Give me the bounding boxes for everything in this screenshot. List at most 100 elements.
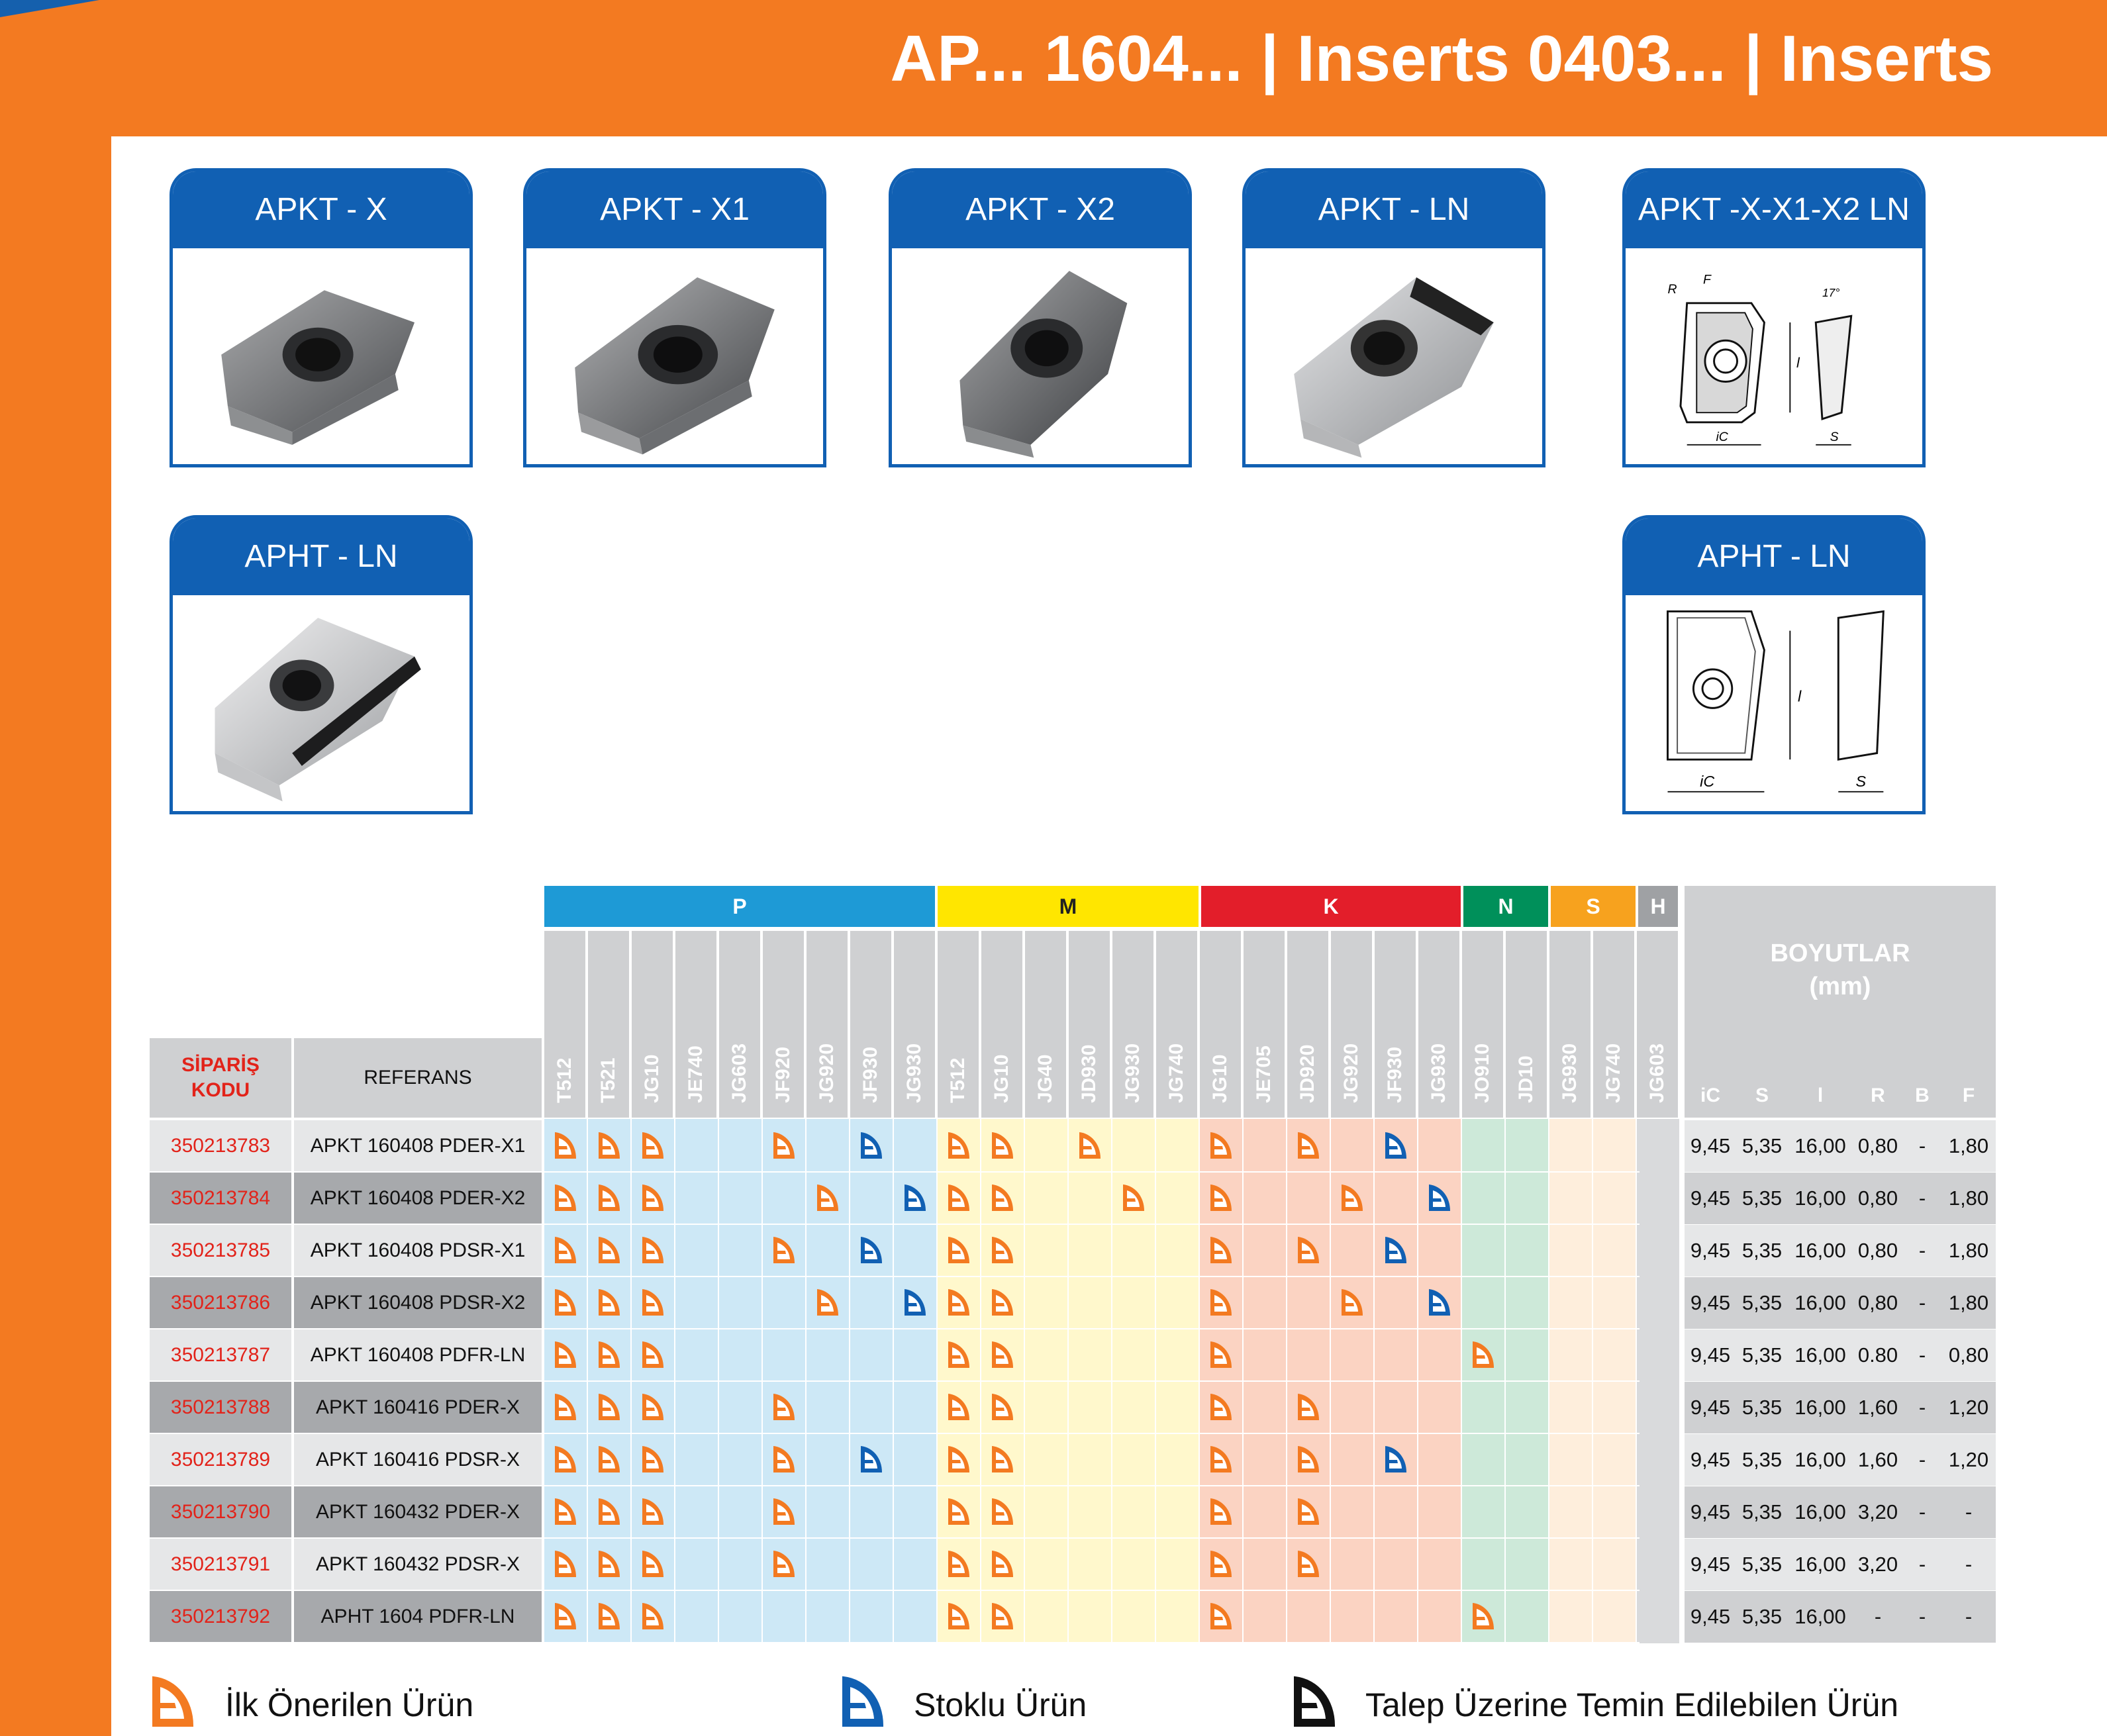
band-s: S <box>1551 886 1636 927</box>
dimension-value: 1,80 <box>1948 1291 1989 1314</box>
recommended-icon <box>1210 1132 1232 1159</box>
recommended-icon <box>1342 1289 1363 1316</box>
dimension-value: 0,80 <box>1857 1239 1898 1262</box>
recommended-icon <box>1123 1184 1144 1211</box>
recommended-icon <box>773 1132 795 1159</box>
page-title: AP... 1604... | Inserts 0403... | Insert… <box>890 22 1993 95</box>
recommended-icon <box>599 1237 620 1263</box>
recommended-icon <box>948 1237 969 1263</box>
dimension-value: 16,00 <box>1794 1448 1846 1471</box>
stock-icon <box>842 1676 884 1727</box>
order-code: 350213785 <box>170 1239 271 1261</box>
dimension-value: - <box>1918 1553 1926 1576</box>
dimension-value: 16,00 <box>1794 1605 1846 1628</box>
dimension-header: iC <box>1700 1085 1720 1106</box>
drawing-label-s: S <box>1830 430 1839 444</box>
stock-icon <box>1429 1289 1450 1316</box>
recommended-icon <box>1210 1289 1232 1316</box>
grade-column <box>1637 1119 1681 1643</box>
reference: APKT 160432 PDSR-X <box>316 1553 520 1575</box>
recommended-icon <box>642 1132 663 1159</box>
grade-label: JE705 <box>1253 1045 1275 1103</box>
dimension-value: - <box>1965 1553 1973 1576</box>
recommended-icon <box>1210 1498 1232 1525</box>
band-h: H <box>1638 886 1678 927</box>
recommended-icon <box>599 1498 620 1525</box>
recommended-icon <box>599 1341 620 1368</box>
recommended-icon <box>555 1394 576 1420</box>
grade-header: JG930 <box>894 931 935 1118</box>
dimension-value: - <box>1918 1396 1926 1419</box>
dimension-value: 0,80 <box>1948 1343 1989 1367</box>
dimensions-header <box>1685 886 1996 1118</box>
dimension-value: 3,20 <box>1857 1500 1898 1523</box>
recommended-icon <box>555 1184 576 1211</box>
dimension-value: 9,45 <box>1690 1186 1731 1210</box>
grade-label: JG740 <box>1602 1043 1624 1103</box>
grade-header: JF930 <box>850 931 891 1118</box>
dimension-value: 1,80 <box>1948 1239 1989 1262</box>
card-label: APHT - LN <box>173 518 469 595</box>
reference: APKT 160408 PDER-X1 <box>310 1135 526 1157</box>
reference: APKT 160408 PDFR-LN <box>310 1344 526 1366</box>
grade-label: JE740 <box>685 1045 707 1103</box>
grade-header: JG920 <box>1331 931 1372 1118</box>
insert-photo-x2 <box>959 271 1128 458</box>
recommended-icon <box>599 1184 620 1211</box>
dimension-value: - <box>1918 1134 1926 1157</box>
recommended-icon <box>948 1498 969 1525</box>
drawing-label-s: S <box>1856 773 1867 790</box>
card-label: APKT - X2 <box>892 171 1189 248</box>
grade-header: JE705 <box>1244 931 1285 1118</box>
recommended-icon <box>642 1603 663 1629</box>
row-divider <box>544 1276 1640 1277</box>
corner-accent <box>0 0 99 17</box>
grade-header: JD920 <box>1287 931 1328 1118</box>
recommended-icon <box>773 1237 795 1263</box>
dimension-value: 1,20 <box>1948 1396 1989 1419</box>
stock-icon <box>1385 1237 1406 1263</box>
row-divider <box>544 1328 1640 1329</box>
recommended-icon <box>948 1132 969 1159</box>
grade-header: JG930 <box>1112 931 1153 1118</box>
dimension-value: 16,00 <box>1794 1239 1846 1262</box>
dimension-value: 5,35 <box>1741 1448 1783 1471</box>
recommended-icon <box>992 1132 1013 1159</box>
stock-icon <box>1385 1446 1406 1472</box>
recommended-icon <box>555 1603 576 1629</box>
order-code: 350213790 <box>170 1501 271 1523</box>
grade-label: JD10 <box>1515 1055 1537 1103</box>
dimension-value: 9,45 <box>1690 1343 1731 1367</box>
order-code: 350213792 <box>170 1606 271 1627</box>
recommended-icon <box>948 1446 969 1472</box>
dimension-value: 0.80 <box>1857 1343 1898 1367</box>
card-label: APKT - LN <box>1246 171 1542 248</box>
stock-icon <box>1385 1132 1406 1159</box>
row-divider <box>544 1590 1640 1591</box>
dimension-value: 5,35 <box>1741 1134 1783 1157</box>
recommended-icon <box>817 1184 838 1211</box>
dimension-value: 16,00 <box>1794 1553 1846 1576</box>
grade-label: JG920 <box>816 1043 838 1103</box>
grade-header: JG740 <box>1593 931 1634 1118</box>
recommended-icon <box>555 1132 576 1159</box>
dimension-value: - <box>1918 1500 1926 1523</box>
reference: APKT 160408 PDSR-X2 <box>310 1292 526 1314</box>
order-code: 350213783 <box>170 1135 271 1157</box>
recommended-icon <box>642 1446 663 1472</box>
dimension-value: 5,35 <box>1741 1186 1783 1210</box>
dimension-value: - <box>1918 1605 1926 1628</box>
dimension-value: 1,80 <box>1948 1134 1989 1157</box>
dimension-value: 5,35 <box>1741 1291 1783 1314</box>
reference: APKT 160408 PDER-X2 <box>310 1187 526 1209</box>
recommended-icon <box>948 1394 969 1420</box>
